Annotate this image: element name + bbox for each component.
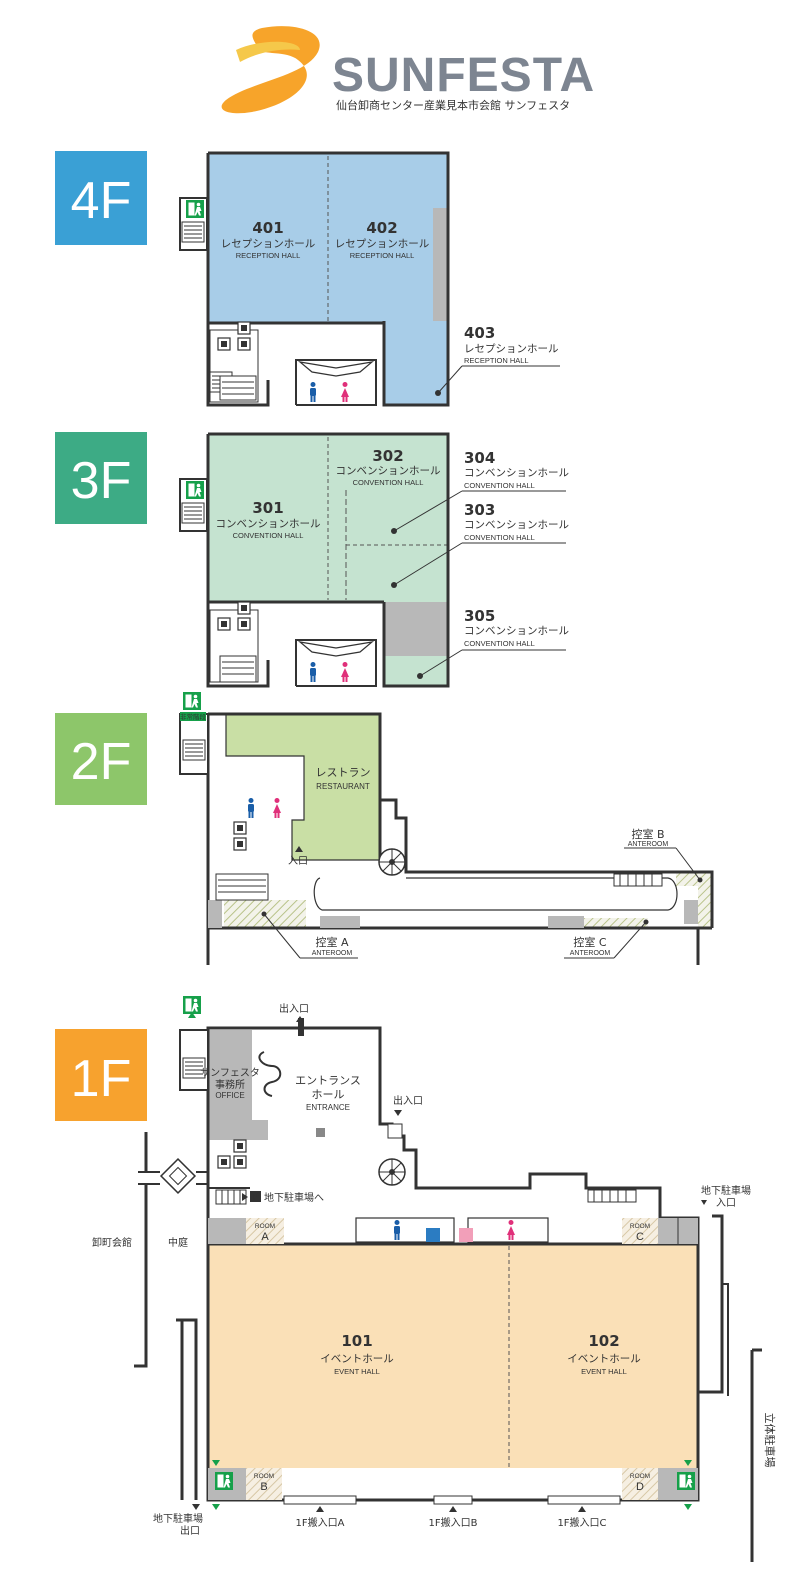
floor-label-1f: 1F: [71, 1050, 132, 1108]
room-305-name: コンベンションホール: [464, 625, 569, 637]
office-label-2: 事務所: [215, 1078, 245, 1091]
room-402-name: レセプションホール: [335, 238, 430, 250]
restaurant-name-en: RESTAURANT: [316, 782, 370, 791]
room-302-name-en: CONVENTION HALL: [353, 478, 424, 487]
hall-102-name-en: EVENT HALL: [581, 1367, 627, 1376]
room-304-number: 304: [464, 449, 495, 467]
floor-4f: 4F 401 レセプションホール RECEPTION HALL 402 レセプシ…: [55, 151, 560, 407]
oroshimachi-hall-label: 卸町会館: [92, 1236, 132, 1249]
anteroom-a-label: 控室 A: [315, 935, 348, 949]
parking-direction-label: 地下駐車場へ: [264, 1191, 324, 1204]
room-304-name-en: CONVENTION HALL: [464, 481, 535, 490]
loading-dock-c-label: 1F搬入口C: [557, 1516, 606, 1529]
room-402-name-en: RECEPTION HALL: [350, 251, 415, 260]
parking-exit-label-2: 出口: [180, 1524, 200, 1537]
entrance-2f-label: 入口: [288, 856, 308, 867]
parking-exit-label-1: 地下駐車場: [153, 1512, 203, 1525]
room-b-letter: B: [260, 1481, 267, 1493]
room-301-name: コンベンションホール: [216, 518, 321, 530]
emergency-stairs-label: 非常階段: [180, 712, 207, 721]
room-401-name: レセプションホール: [221, 238, 316, 250]
anteroom-c-label-en: ANTEROOM: [570, 950, 611, 957]
floor-badge-1f: [55, 1029, 147, 1121]
room-401-number: 401: [252, 219, 283, 237]
emergency-exit-icon: [186, 200, 204, 218]
room-402-number: 402: [366, 219, 397, 237]
room-b-word: ROOM: [254, 1473, 274, 1480]
room-302-name: コンベンションホール: [336, 465, 441, 477]
parking-entrance-label-2: 入口: [716, 1198, 736, 1209]
hall-102-name: イベントホール: [567, 1353, 641, 1365]
hall-101-name-en: EVENT HALL: [334, 1367, 380, 1376]
exit-1f-nw-icon: [183, 996, 201, 1014]
anteroom-a-label-en: ANTEROOM: [312, 950, 353, 957]
floor-2f: 2F 非常階段 レストラン RESTAURANT 入口 控室 B ANTER: [55, 692, 714, 965]
svg-text:P: P: [252, 1192, 258, 1202]
office-label-1: サンフェスタ: [200, 1067, 260, 1079]
anteroom-b-label-en: ANTEROOM: [628, 841, 669, 848]
hall-101-number: 101: [341, 1332, 372, 1350]
room-403-name-en: RECEPTION HALL: [464, 356, 529, 365]
room-303-number: 303: [464, 501, 495, 519]
sunfesta-logo: SUNFESTA 仙台卸商センター産業見本市会館 サンフェスタ: [221, 26, 595, 114]
room-a-word: ROOM: [255, 1223, 275, 1230]
toilet-icon: [237, 321, 251, 335]
loading-dock-a-label: 1F搬入口A: [296, 1516, 345, 1529]
floor-badge-4f: [55, 151, 147, 245]
room-a-letter: A: [261, 1231, 269, 1243]
room-304-name: コンベンションホール: [464, 467, 569, 479]
floor-badge-2f: [55, 713, 147, 805]
logo-tagline: 仙台卸商センター産業見本市会館 サンフェスタ: [336, 98, 570, 112]
room-d-word: ROOM: [630, 1473, 650, 1480]
floor-1f: 1F P: [55, 996, 777, 1562]
floor-label-2f: 2F: [71, 733, 132, 791]
hall-102-number: 102: [588, 1332, 619, 1350]
side-door-label: 出入口: [393, 1094, 423, 1107]
room-303-name-en: CONVENTION HALL: [464, 533, 535, 542]
floor-badge-3f: [55, 432, 147, 524]
event-hall-area: [208, 1244, 698, 1468]
hall-401-402-area: [208, 153, 448, 323]
entrance-hall-label-en: ENTRANCE: [306, 1103, 350, 1112]
courtyard-label: 中庭: [168, 1236, 188, 1249]
room-c-word: ROOM: [630, 1223, 650, 1230]
loading-dock-b-label: 1F搬入口B: [429, 1516, 478, 1529]
room-302-number: 302: [372, 447, 403, 465]
room-c-letter: C: [636, 1231, 644, 1243]
hall-101-name: イベントホール: [320, 1353, 394, 1365]
female-toilet-icon: [341, 382, 349, 402]
room-301-name-en: CONVENTION HALL: [233, 531, 304, 540]
floor-label-4f: 4F: [71, 172, 132, 230]
entrance-hall-label-2: ホール: [312, 1088, 345, 1101]
parking-entrance-label-1: 地下駐車場: [701, 1184, 751, 1197]
room-403-name: レセプションホール: [464, 343, 559, 355]
main-door-label: 出入口: [279, 1002, 309, 1015]
entrance-hall-label-1: エントランス: [295, 1074, 361, 1087]
logo-text: SUNFESTA: [332, 49, 595, 102]
male-toilet-icon: [310, 382, 316, 402]
room-303-name: コンベンションホール: [464, 519, 569, 531]
room-401-name-en: RECEPTION HALL: [236, 251, 301, 260]
anteroom-b-label: 控室 B: [631, 827, 664, 841]
floor-3f: 3F 301 コンベンションホール CONVENTION HALL 302 コン…: [55, 432, 569, 688]
spiral-stairs-icon: [378, 848, 406, 876]
restaurant-name: レストラン: [316, 766, 371, 779]
room-305-number: 305: [464, 607, 495, 625]
room-403-number: 403: [464, 324, 495, 342]
anteroom-c-label: 控室 C: [573, 935, 606, 949]
room-305-name-en: CONVENTION HALL: [464, 639, 535, 648]
emergency-stairs-exit-icon: [183, 692, 201, 710]
floor-label-3f: 3F: [71, 452, 132, 510]
room-301-number: 301: [252, 499, 283, 517]
office-label-en: OFFICE: [215, 1091, 244, 1100]
logo-swoosh-icon: [221, 26, 320, 114]
multistory-parking-label: 立体駐車場: [763, 1413, 777, 1468]
room-d-letter: D: [636, 1481, 644, 1493]
